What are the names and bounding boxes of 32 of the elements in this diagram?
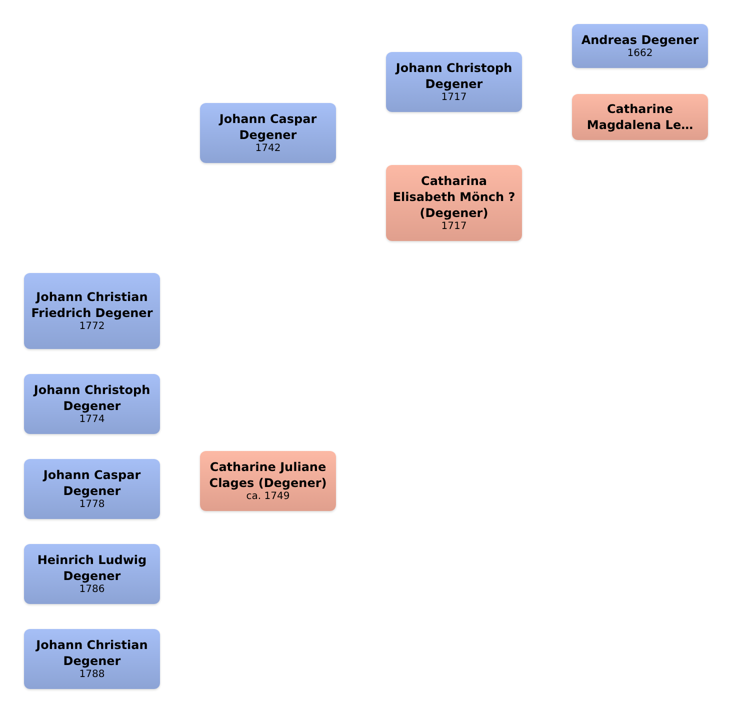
person-card (386, 52, 522, 112)
birth-year: 1778 (79, 499, 105, 511)
birth-year: 1717 (441, 221, 467, 233)
birth-year: 1786 (79, 584, 105, 596)
birth-year: 1788 (79, 669, 105, 681)
birth-year: 1717 (441, 92, 467, 104)
person-name: Catharina Elisabeth Mönch ? (Degener) (392, 173, 516, 221)
person-name: Catharine Juliane Clages (Degener) (208, 459, 328, 491)
person-card (24, 459, 160, 519)
person-card (24, 629, 160, 689)
person-name: Andreas Degener (581, 32, 699, 48)
person-card (24, 273, 160, 349)
person-name: Johann Christoph Degener (394, 60, 514, 92)
person-name: Johann Christian Friedrich Degener (30, 289, 154, 321)
person-name: Catharine Magdalena Le… (586, 101, 694, 133)
birth-year: 1774 (79, 414, 105, 426)
person-card (572, 94, 708, 140)
person-name: Johann Christian Degener (34, 637, 149, 669)
person-name: Johann Caspar Degener (42, 467, 142, 499)
person-card (24, 544, 160, 604)
person-card (200, 451, 336, 511)
birth-year: ca. 1749 (246, 491, 290, 503)
birth-year: 1662 (627, 48, 653, 60)
person-name: Johann Caspar Degener (218, 111, 318, 143)
person-card (572, 24, 708, 68)
person-card (200, 103, 336, 163)
person-card (386, 165, 522, 241)
birth-year: 1772 (79, 321, 105, 333)
person-card (24, 374, 160, 434)
person-name: Heinrich Ludwig Degener (36, 552, 148, 584)
person-name: Johann Christoph Degener (32, 382, 152, 414)
birth-year: 1742 (255, 143, 281, 155)
